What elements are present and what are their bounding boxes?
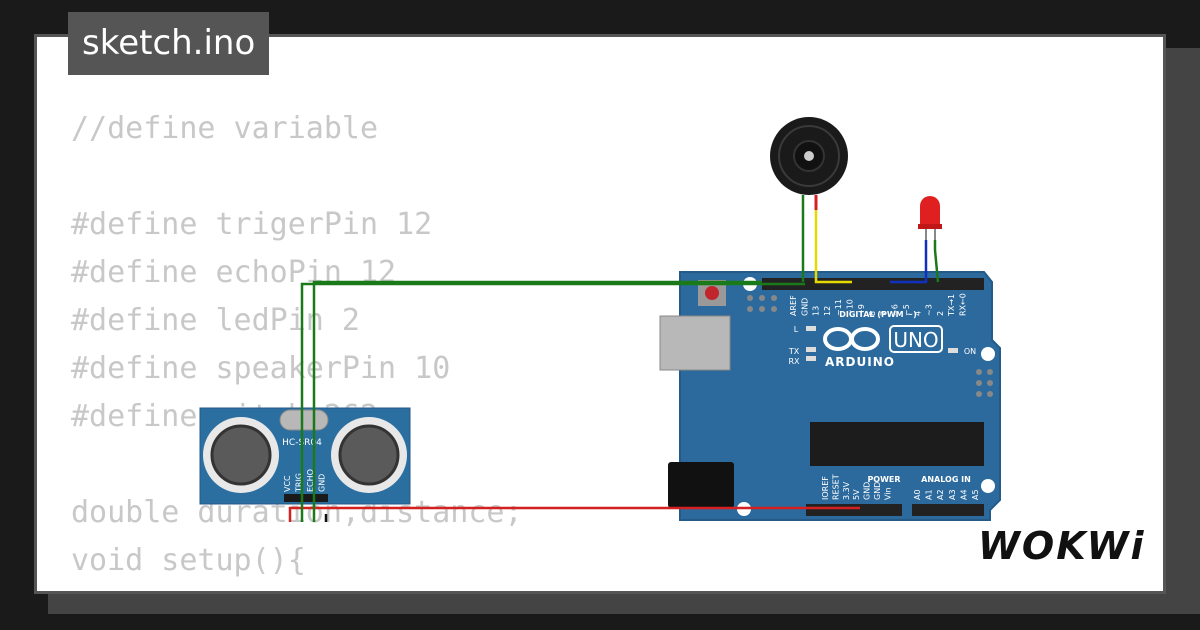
wires [288, 195, 940, 522]
pin-label: ECHO [306, 469, 315, 492]
pin-label: 5V [852, 489, 861, 500]
pin-label: 4 [913, 311, 922, 316]
code-line: #define trigerPin 12 [71, 207, 433, 242]
code-line: void setup(){ [71, 543, 306, 578]
wire-led-anode [890, 240, 928, 284]
on-label: ON [964, 347, 976, 356]
pin-label: A2 [936, 489, 945, 500]
pin-label: A1 [925, 489, 934, 500]
pin-label: RX←0 [959, 293, 968, 316]
buzzer[interactable] [770, 117, 848, 195]
pin-label: GND [863, 482, 872, 500]
code-line: #define ledPin 2 [71, 303, 360, 338]
wire-buzzer-signal [814, 195, 852, 284]
pin-label: RESET [831, 474, 840, 500]
pin-label: ~3 [925, 304, 934, 316]
code-line: //define variable [71, 111, 379, 146]
analog-header[interactable] [912, 504, 984, 516]
led-rx-indicator [806, 356, 816, 361]
analog-label: ANALOG IN [921, 475, 971, 484]
pin-label: ~6 [891, 304, 900, 316]
wire-led-cathode [933, 240, 940, 283]
wire-echo [312, 280, 762, 522]
pin-label: ~5 [902, 304, 911, 316]
pin-label: GND [873, 482, 882, 500]
reset-button-cap[interactable] [705, 286, 719, 300]
pin-label: 3.3V [842, 481, 851, 500]
led-tx-indicator [806, 347, 816, 352]
arduino-uno-board[interactable]: UNO ARDUINO DIGITAL (PWM ~) POWER ANALOG… [659, 271, 1001, 521]
pin-label: AREF [789, 295, 798, 316]
icsp-header-right [976, 369, 993, 397]
power-label: POWER [867, 475, 900, 484]
pin-label: 13 [812, 306, 821, 316]
sensor-header [284, 494, 328, 502]
pin-label: Vin [883, 487, 892, 500]
wokwi-logo: WOKWi [978, 524, 1146, 568]
pin-label: TRIG [295, 473, 304, 493]
pin-label: ~10 [846, 299, 855, 316]
pin-label: A5 [971, 489, 980, 500]
red-led[interactable] [918, 196, 942, 240]
tx-label: TX [788, 347, 800, 356]
rx-label: RX [788, 357, 800, 366]
model-label: UNO [893, 328, 938, 352]
brand-label: ARDUINO [825, 355, 895, 369]
led-on-indicator [948, 348, 958, 353]
wire-vcc [288, 506, 860, 522]
arduino-logo-icon [823, 327, 880, 351]
wire-trig [300, 282, 805, 522]
mount-hole [981, 479, 995, 493]
pin-label: 8 [868, 311, 877, 316]
microcontroller-chip [810, 422, 984, 466]
pin-label: A0 [913, 489, 922, 500]
pin-label: TX→1 [947, 294, 956, 317]
code-line: #define speakerPin 10 [71, 351, 451, 386]
power-jack [668, 462, 734, 508]
pin-label: 7 [879, 311, 888, 316]
pin-label: IOREF [821, 476, 830, 500]
led-l-indicator [806, 326, 816, 331]
model-badge [889, 325, 943, 353]
pin-label: A4 [959, 489, 968, 500]
l-label: L [794, 325, 799, 334]
pin-label: ~11 [834, 299, 843, 316]
pin-label: GND [318, 474, 327, 492]
pin-label: ~9 [857, 304, 866, 316]
file-tab[interactable]: sketch.ino [68, 12, 270, 75]
pin-label: GND [800, 298, 809, 316]
digital-label: DIGITAL (PWM ~) [839, 310, 917, 319]
icsp-header [747, 295, 777, 312]
pin-label: 12 [823, 306, 832, 316]
pin-label: VCC [283, 475, 292, 492]
mount-hole [981, 347, 995, 361]
pin-label: 2 [936, 311, 945, 316]
crystal [279, 409, 329, 431]
pin-label: A3 [948, 489, 957, 500]
power-header[interactable] [806, 504, 902, 516]
usb-port [659, 315, 731, 371]
